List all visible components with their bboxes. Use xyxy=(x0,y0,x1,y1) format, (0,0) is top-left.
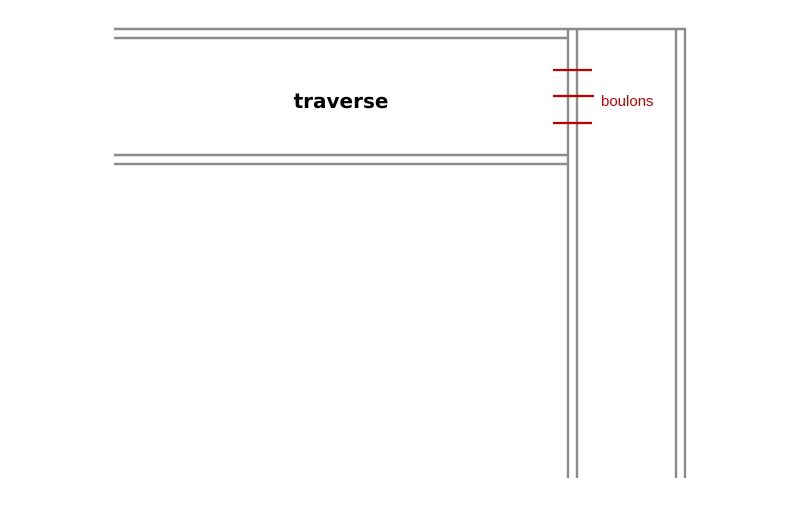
bolts-label: boulons xyxy=(601,93,654,110)
traverse-beam xyxy=(114,27,568,166)
bolts xyxy=(553,68,594,125)
column xyxy=(566,27,687,478)
traverse-label: traverse xyxy=(294,89,389,113)
